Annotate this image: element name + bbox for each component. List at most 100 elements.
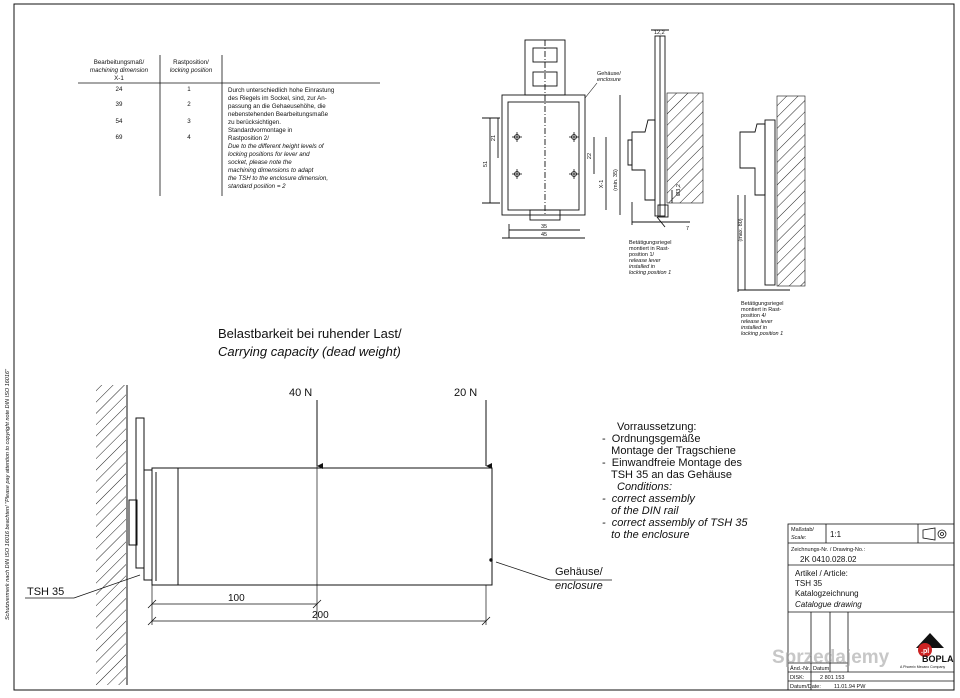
note-en-line: standard position = 2 (228, 183, 286, 190)
conditions-heading-en: Conditions: (617, 481, 672, 493)
side-view-1-dims: 12,2 Ø3,2 7 Betätigungsriegel montiert i… (629, 30, 689, 276)
note-de-line: Durch unterschiedlich hohe Einrastung (228, 87, 335, 94)
lever4-en3: locking position 1 (741, 331, 783, 337)
date-value: 11.01.94 PW (834, 684, 866, 690)
dim-7: 7 (686, 226, 689, 232)
article-en: Catalogue drawing (795, 600, 862, 609)
article-label: Artikel / Article: (795, 569, 848, 578)
table-header-dim-de: Bearbeitungsmaß/ (94, 59, 145, 66)
dim-x1: X-1 (599, 180, 605, 189)
lever1-de2: montiert in Rast- (629, 246, 670, 252)
front-view-dims: 51 21 22 X-1 (min. 35) 35 45 Gehäuse/ en… (483, 71, 621, 238)
table-header-dim-en: machining dimension (90, 67, 149, 74)
machining-table: Bearbeitungsmaß/ machining dimension X-1… (78, 55, 380, 196)
note-de-line: zu berücksichtigen. (228, 119, 281, 126)
enclosure-label-en: enclosure (555, 580, 603, 592)
table-cell-dim: 54 (116, 118, 123, 125)
table-cell-pos: 4 (187, 134, 191, 141)
watermark-text: Sprzedajemy (772, 647, 890, 668)
condition-en: - correct assembly of TSH 35 (602, 517, 748, 529)
bopla-logo: .pl BOPLA A Phoenix Mecano Company (900, 633, 954, 669)
capacity-drawing (25, 385, 612, 685)
conditions-block: Vorraussetzung: - Ordnungsgemäße Montage… (602, 421, 748, 541)
scale-label-de: Maßstab/ (791, 527, 814, 533)
scale-value: 1:1 (830, 530, 842, 539)
lever1-de1: Betätigungsriegel (629, 240, 672, 246)
article-name: TSH 35 (795, 579, 823, 588)
lever4-de1: Betätigungsriegel (741, 301, 784, 307)
capacity-title-en: Carrying capacity (dead weight) (218, 344, 401, 359)
revision-date-label: Datum (813, 666, 830, 672)
lever1-en3: locking position 1 (629, 270, 671, 276)
table-header-dim-sym: X-1 (114, 75, 124, 82)
table-cell-dim: 39 (116, 101, 123, 108)
drawing-no-label: Zeichnungs-Nr. / Drawing-No.: (791, 547, 865, 553)
note-en-line: locking positions for lever and (228, 151, 310, 158)
note-en-line: Due to the different height levels of (228, 143, 325, 150)
table-cell-dim: 24 (116, 86, 123, 93)
disk-label: DISK: (790, 675, 805, 681)
condition-de: Montage der Tragschiene (602, 445, 736, 457)
note-en-line: socket, please note the (228, 159, 292, 166)
dim-100: 100 (228, 593, 245, 604)
condition-de: TSH 35 an das Gehäuse (602, 469, 732, 481)
scale-label-en: Scale: (791, 535, 807, 541)
lever1-en2: installed in (629, 264, 655, 270)
note-en-line: the TSH to the enclosure dimension, (228, 175, 328, 182)
lever4-en1: release lever (741, 319, 774, 325)
load-20n: 20 N (454, 387, 477, 399)
date-label: Datum/Date: (790, 684, 821, 690)
lever1-de3: position 1/ (629, 252, 655, 258)
load-40n: 40 N (289, 387, 312, 399)
revision-label: Änd.-Nr. (790, 665, 811, 672)
side-view-position-1 (627, 29, 704, 228)
dim-22: 22 (587, 153, 593, 159)
table-cell-pos: 2 (187, 101, 191, 108)
watermark-tld: .pl (921, 648, 929, 655)
enclosure-label-de: Gehäuse/ (555, 566, 604, 578)
dim-51: 51 (483, 161, 489, 167)
dim-12-2: 12,2 (654, 30, 665, 36)
lever4-de3: position 4/ (741, 313, 767, 319)
article-de: Katalogzeichnung (795, 589, 859, 598)
note-de-line: passung an die Gehaeusehöhe, die (228, 103, 326, 110)
condition-en: to the enclosure (602, 529, 689, 541)
dim-35: 35 (541, 224, 547, 230)
side-view-4-dims: (max. 80) Betätigungsriegel montiert in … (738, 218, 784, 337)
lever4-de2: montiert in Rast- (741, 307, 782, 313)
note-de-line: nebenstehenden Bearbeitungsmaße (228, 111, 329, 118)
dim-min35: (min. 35) (613, 169, 619, 191)
title-block (787, 523, 955, 691)
note-de-line: Rastposition 2/ (228, 135, 269, 142)
condition-en: of the DIN rail (602, 505, 679, 517)
table-cell-dim: 69 (116, 134, 123, 141)
housing-label-en: enclosure (597, 77, 621, 83)
disk-value: 2 801 153 (820, 675, 844, 681)
table-cell-pos: 1 (187, 86, 191, 93)
side-view-position-4 (737, 95, 806, 292)
dim-45: 45 (541, 232, 547, 238)
condition-de: - Einwandfreie Montage des (602, 457, 743, 469)
table-header-pos-en: locking position (170, 67, 213, 74)
company-name: BOPLA (922, 654, 954, 664)
capacity-title-de: Belastbarkeit bei ruhender Last/ (218, 326, 402, 341)
note-de-line: des Riegels im Sockel, sind, zur An- (228, 95, 327, 102)
dim-200: 200 (312, 610, 329, 621)
conditions-heading-de: Vorraussetzung: (617, 421, 697, 433)
table-cell-pos: 3 (187, 118, 191, 125)
table-header-pos-de: Rastposition/ (173, 59, 209, 66)
housing-label-de: Gehäuse/ (597, 71, 621, 77)
lever4-en2: installed in (741, 325, 767, 331)
lever1-en1: release lever (629, 258, 662, 264)
copyright-note: Schutzvermerk nach DIN ISO 16016 beachte… (5, 368, 11, 620)
capacity-labels: 40 N 20 N 100 200 TSH 35 Gehäuse/ enclos… (27, 387, 604, 621)
condition-de: - Ordnungsgemäße (602, 433, 700, 445)
dim-max80: (max. 80) (738, 218, 744, 241)
condition-en: - correct assembly (602, 493, 696, 505)
company-sub: A Phoenix Mecano Company (900, 665, 945, 669)
drawing-no: 2K 0410.028.02 (800, 555, 857, 564)
note-en-line: machining dimensions to adapt (228, 167, 314, 174)
title-block-text: Maßstab/ Scale: 1:1 Zeichnungs-Nr. / Dra… (790, 527, 954, 690)
